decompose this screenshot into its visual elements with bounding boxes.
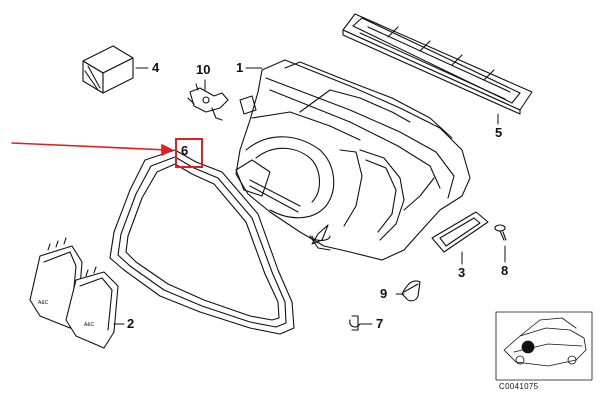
part-9-hose [401, 280, 421, 302]
part-6-seal-gasket [109, 149, 295, 335]
callout-4: 4 [152, 60, 160, 75]
part-8-screw [494, 224, 507, 241]
part-2-flap-covers: A&C A&C [29, 237, 119, 349]
svg-text:A&C: A&C [84, 322, 95, 328]
callout-10: 10 [196, 62, 211, 77]
part-4-foam-block [82, 45, 134, 94]
callout-5: 5 [495, 125, 503, 140]
part-5-grille-frame [342, 13, 533, 115]
callout-2: 2 [127, 316, 135, 331]
svg-text:A&C: A&C [38, 300, 49, 306]
callout-9: 9 [380, 286, 388, 301]
callout-6: 6 [181, 143, 189, 158]
part-7-clip [349, 315, 361, 331]
callout-8: 8 [501, 263, 509, 278]
red-pointer-arrow [11, 142, 173, 156]
vehicle-thumbnail [495, 311, 593, 381]
callout-1: 1 [236, 60, 244, 75]
thumbnail-ref-code: C0041075 [499, 382, 539, 391]
part-10-actuator [187, 83, 229, 121]
leader-lines [113, 67, 506, 325]
callout-7: 7 [376, 316, 384, 331]
callout-3: 3 [458, 265, 466, 280]
highlight-box-6 [175, 138, 203, 168]
part-3-small-gasket [431, 211, 489, 253]
part-1-heater-housing [235, 59, 471, 261]
